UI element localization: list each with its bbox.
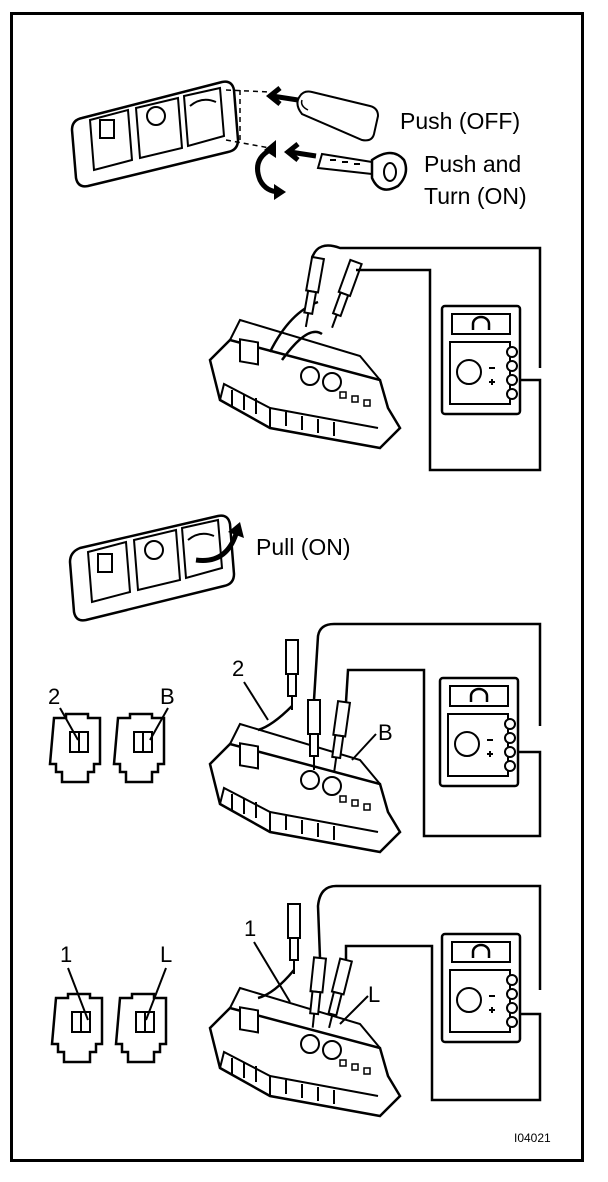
terminal-b-label: B [378,720,393,745]
ohmmeter-icon [438,676,520,788]
diagram-frame [10,12,584,1162]
label-push-off: Push (OFF) [400,108,520,134]
switch-body-icon [208,722,402,854]
terminal-1-label: 1 [60,942,72,967]
leader-line [59,707,169,741]
test-probe-icon [287,903,301,975]
switch-panel-icon [70,80,240,188]
ohmmeter-icon [440,932,522,1044]
meter-lead [356,268,542,472]
leader-line [351,733,377,761]
switch-body-icon [208,318,402,450]
terminal-l-label: L [368,982,380,1007]
key-icon [316,151,408,191]
terminal-1-label: 1 [244,916,256,941]
terminal-2-label: 2 [48,684,60,709]
meter-lead [344,944,542,1102]
label-pull-on: Pull (ON) [256,534,351,560]
meter-lead [316,884,542,990]
meter-lead [344,668,542,838]
label-turn-on: Turn (ON) [424,183,527,209]
figure-code: I04021 [514,1131,551,1145]
finger-icon [296,90,380,142]
test-probe-icon [307,699,321,771]
terminal-l-label: L [160,942,172,967]
terminal-2-label: 2 [232,656,244,681]
meter-lead [310,244,542,368]
test-probe-icon [305,956,327,1030]
terminal-b-label: B [160,684,175,709]
ohmmeter-icon [440,304,522,416]
test-probe-icon [298,255,325,329]
label-push-and: Push and [424,151,521,177]
leader-line [243,681,269,721]
connector-icon [50,992,168,1064]
switch-panel-icon [68,514,236,622]
test-probe-icon [327,700,351,774]
push-arrow [283,142,317,162]
guide-line [225,89,271,149]
push-arrow [265,86,299,106]
meter-lead [312,622,542,726]
leader-line [67,967,167,1021]
rotate-arrow-icon [255,140,286,200]
test-probe-icon [285,639,299,711]
leader-line [253,941,291,1003]
leader-line [339,995,369,1025]
test-probe-icon [322,957,353,1031]
switch-body-icon [208,986,402,1118]
rotate-arrow-icon [195,522,244,563]
connector-icon [48,712,166,784]
